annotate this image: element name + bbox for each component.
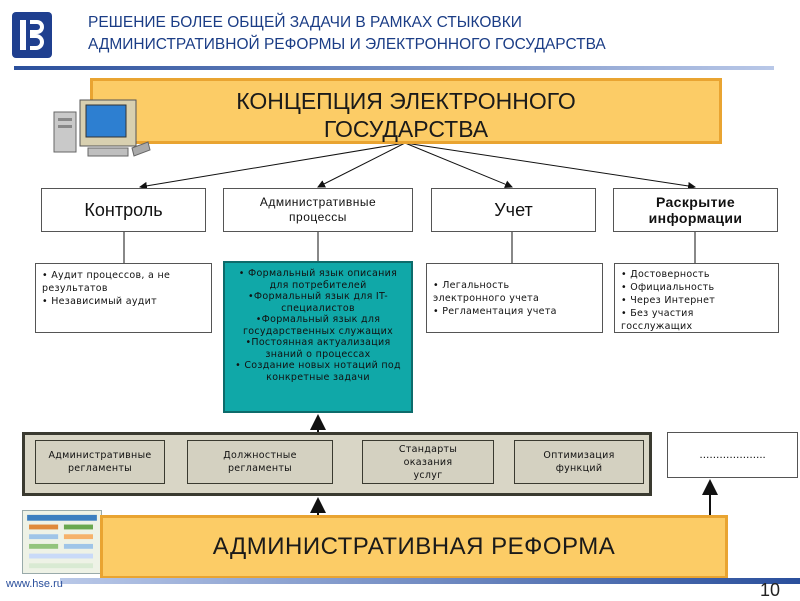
category-accounting-label: Учет xyxy=(494,199,533,220)
band-item-line: оказания xyxy=(403,456,453,468)
band-item-line: Должностные xyxy=(223,450,297,461)
band-item-line: Оптимизация xyxy=(543,450,615,461)
detail-accounting-item: • Легальность xyxy=(433,280,510,291)
computer-icon xyxy=(53,99,151,157)
detail-control-item: • Независимый аудит xyxy=(42,296,157,307)
category-control-label: Контроль xyxy=(84,199,163,220)
document-thumbnail-icon xyxy=(22,510,102,574)
slide-title-line1: РЕШЕНИЕ БОЛЕЕ ОБЩЕЙ ЗАДАЧИ В РАМКАХ СТЫК… xyxy=(88,14,522,31)
band-function-optimization: Оптимизация функций xyxy=(514,440,644,484)
category-accounting: Учет xyxy=(431,188,596,232)
hse-logo xyxy=(12,12,52,58)
detail-admin-item: • Формальный язык описания для потребите… xyxy=(238,268,398,291)
category-disclosure-label-line2: информации xyxy=(648,210,743,226)
band-job-regulations: Должностные регламенты xyxy=(187,440,333,484)
band-admin-regulations: Административные регламенты xyxy=(35,440,165,484)
category-disclosure-label-line1: Раскрытие xyxy=(655,194,736,210)
concept-title-line1: КОНЦЕПЦИЯ ЭЛЕКТРОННОГО xyxy=(236,88,576,114)
band-item-line: функций xyxy=(555,463,603,474)
detail-admin-item: •Формальный язык для государственных слу… xyxy=(242,314,394,337)
detail-disclosure-item: • Без участия xyxy=(621,308,694,319)
band-item-line: Административные xyxy=(48,450,152,461)
detail-accounting-item: • Регламентация учета xyxy=(433,306,557,317)
detail-admin-item: • Создание новых нотаций под конкретные … xyxy=(235,360,401,383)
slide-title-line2: АДМИНИСТРАТИВНОЙ РЕФОРМЫ И ЭЛЕКТРОННОГО … xyxy=(88,36,606,53)
category-disclosure: Раскрытие информации xyxy=(613,188,778,232)
footer-divider xyxy=(60,578,800,584)
band-item-line: Стандарты xyxy=(398,443,458,455)
detail-admin-processes: • Формальный язык описания для потребите… xyxy=(223,261,413,413)
detail-disclosure: • Достоверность • Официальность • Через … xyxy=(614,263,779,333)
placeholder-box: ……………….. xyxy=(667,432,798,478)
detail-control-item: результатов xyxy=(42,283,108,294)
detail-admin-item: •Формальный язык для IT-специалистов xyxy=(248,291,388,314)
detail-disclosure-item: госслужащих xyxy=(621,321,693,332)
detail-control: • Аудит процессов, а не результатов • Не… xyxy=(35,263,212,333)
category-admin-label-line1: Административные xyxy=(259,195,377,209)
detail-accounting: • Легальность электронного учета • Регла… xyxy=(426,263,603,333)
concept-title-line2: ГОСУДАРСТВА xyxy=(323,116,489,142)
detail-disclosure-item: • Официальность xyxy=(621,282,715,293)
detail-admin-item: •Постоянная актуализация знаний о процес… xyxy=(245,337,391,360)
category-admin-label-line2: процессы xyxy=(289,210,347,224)
category-admin-processes: Административные процессы xyxy=(223,188,413,232)
admin-reform-label: АДМИНИСТРАТИВНАЯ РЕФОРМА xyxy=(212,533,616,560)
detail-control-item: • Аудит процессов, а не xyxy=(42,270,171,281)
placeholder-dots: ……………….. xyxy=(699,449,766,461)
arrow-to-disclosure xyxy=(404,142,696,190)
arrow-to-admin xyxy=(317,142,406,188)
band-item-line: услуг xyxy=(413,469,443,481)
category-control: Контроль xyxy=(41,188,206,232)
detail-accounting-item: электронного учета xyxy=(433,293,540,304)
page-number: 10 xyxy=(760,580,781,600)
header-divider xyxy=(14,66,774,70)
footer-url[interactable]: www.hse.ru xyxy=(6,578,63,590)
band-service-standards: Стандарты оказания услуг xyxy=(362,440,494,484)
arrow-to-accounting xyxy=(404,142,513,189)
arrow-to-control xyxy=(139,142,406,190)
detail-disclosure-item: • Достоверность xyxy=(621,269,710,280)
detail-disclosure-item: • Через Интернет xyxy=(621,295,716,306)
band-item-line: регламенты xyxy=(227,463,292,474)
admin-reform-box: АДМИНИСТРАТИВНАЯ РЕФОРМА xyxy=(100,515,728,579)
band-item-line: регламенты xyxy=(67,463,132,474)
concept-box: КОНЦЕПЦИЯ ЭЛЕКТРОННОГО ГОСУДАРСТВА xyxy=(90,78,722,144)
